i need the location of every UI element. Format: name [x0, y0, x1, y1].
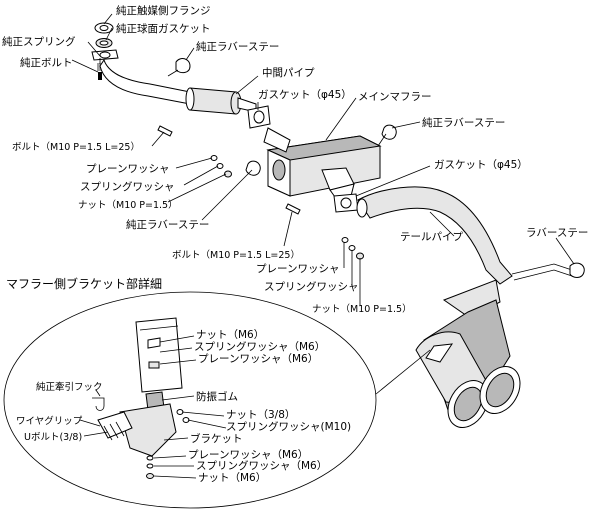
- label-wire-grip: ワイヤグリップ: [16, 415, 83, 427]
- label-nut-m10-1: ナット（M10 P=1.5）: [78, 199, 178, 211]
- oem-cat-flange: [94, 22, 114, 34]
- label-nut-m6-top: ナット（M6）: [196, 329, 264, 341]
- label-spring-washer-m6-bottom: スプリングワッシャ（M6）: [196, 459, 327, 472]
- label-oem-cat-flange: 純正触媒側フランジ: [116, 4, 211, 17]
- label-spring-washer-2: スプリングワッシャ: [264, 280, 359, 293]
- label-oem-spring: 純正スプリング: [2, 35, 76, 48]
- mid-pipe: [99, 58, 257, 115]
- label-oem-ball-gasket: 純正球面ガスケット: [116, 22, 211, 35]
- bolt-m10-1: [157, 125, 173, 137]
- label-gasket-45-1: ガスケット（φ45）: [258, 89, 352, 101]
- oem-tow-hook-icon: [92, 397, 105, 411]
- gasket-45-2: [333, 193, 359, 213]
- label-oem-tow-hook: 純正牽引フック: [36, 381, 103, 393]
- label-nut-3-8: ナット（3/8）: [226, 409, 295, 421]
- label-plain-washer-m6-bottom: プレーンワッシャ（M6）: [188, 449, 308, 461]
- washers-nut-2: [341, 237, 364, 260]
- label-anti-vibration-rubber: 防振ゴム: [196, 390, 238, 403]
- oem-ball-gasket: [95, 38, 113, 48]
- label-spring-washer-m6-top: スプリングワッシャ（M6）: [194, 340, 325, 353]
- label-plain-washer-2: プレーンワッシャ: [256, 263, 339, 275]
- oem-rubber-stay-1: [167, 58, 191, 77]
- detail-bracket-assembly: [97, 317, 190, 479]
- rubber-stay: [569, 262, 585, 278]
- label-plain-washer-1: プレーンワッシャ: [86, 163, 169, 175]
- gasket-45-1: [247, 105, 271, 129]
- label-bolt-m10-2: ボルト（M10 P=1.5 L=25）: [172, 249, 300, 261]
- label-oem-rubber-stay-3: 純正ラバーステー: [126, 218, 209, 231]
- mid-pipe-flange: [91, 49, 119, 61]
- oem-rubber-stay-2: [377, 124, 397, 147]
- label-oem-rubber-stay-1: 純正ラバーステー: [196, 40, 279, 53]
- label-nut-m10-2: ナット（M10 P=1.5）: [312, 303, 412, 315]
- label-plain-washer-m6-top: プレーンワッシャ（M6）: [198, 353, 318, 365]
- tail-pipe: [356, 186, 573, 428]
- washers-nut-1: [210, 155, 232, 178]
- label-oem-rubber-stay-2: 純正ラバーステー: [422, 116, 505, 129]
- label-nut-m6-bottom: ナット（M6）: [198, 472, 266, 484]
- label-mid-pipe: 中間パイプ: [262, 66, 315, 79]
- label-oem-bolt: 純正ボルト: [20, 56, 73, 69]
- label-spring-washer-m10: スプリングワッシャ(M10): [226, 420, 351, 433]
- detail-title: マフラー側ブラケット部詳細: [6, 276, 162, 291]
- label-spring-washer-1: スプリングワッシャ: [80, 180, 175, 193]
- detail-callout-ellipse: [3, 291, 377, 509]
- label-gasket-45-2: ガスケット（φ45）: [434, 159, 528, 171]
- label-bolt-m10-1: ボルト（M10 P=1.5 L=25）: [12, 141, 140, 153]
- main-muffler: [263, 127, 382, 205]
- label-bracket: ブラケット: [190, 432, 243, 445]
- bolt-m10-2: [285, 203, 301, 215]
- oem-rubber-stay-3: [245, 160, 261, 176]
- label-tail-pipe: テールパイプ: [400, 231, 463, 243]
- label-u-bolt: Uボルト(3/8): [24, 432, 82, 443]
- label-rubber-stay: ラバーステー: [526, 227, 588, 239]
- label-main-muffler: メインマフラー: [358, 91, 432, 103]
